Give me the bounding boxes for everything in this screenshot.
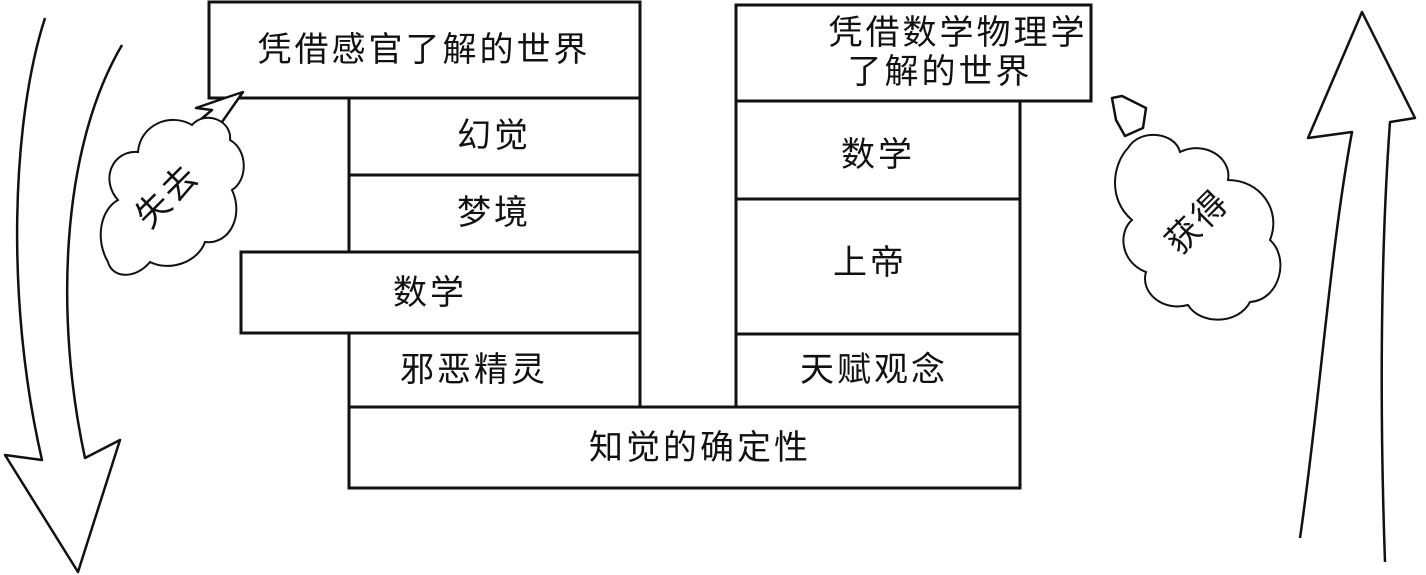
god-box: [734, 197, 1022, 336]
illusion-label: 幻觉: [457, 116, 531, 156]
innate-ideas-label: 天赋观念: [800, 350, 948, 390]
left-math-box: [239, 250, 642, 335]
right-up-arrow: [1298, 10, 1417, 563]
perception-certainty-label: 知觉的确定性: [589, 428, 811, 468]
right-math-label: 数学: [841, 135, 915, 175]
gain-cloud: 获得: [1110, 94, 1282, 321]
sense-world-label: 凭借感官了解的世界: [258, 30, 591, 70]
lose-cloud: 失去: [99, 90, 245, 276]
evil-demon-label: 邪恶精灵: [400, 350, 548, 390]
left-down-arrow: [3, 17, 124, 574]
dream-label: 梦境: [457, 193, 531, 233]
perception-certainty-box: [347, 405, 1022, 490]
right-math-box: [734, 99, 1022, 201]
math-physics-world-line2-front: 了解的世界: [848, 52, 1033, 92]
left-math-label: 数学: [393, 273, 467, 313]
god-label: 上帝: [833, 243, 907, 283]
math-physics-world-line1-front: 凭借数学物理学: [829, 13, 1088, 53]
illusion-box: [347, 96, 642, 177]
math-physics-world-frame: [734, 3, 1093, 103]
sense-world-box: [207, 0, 642, 100]
